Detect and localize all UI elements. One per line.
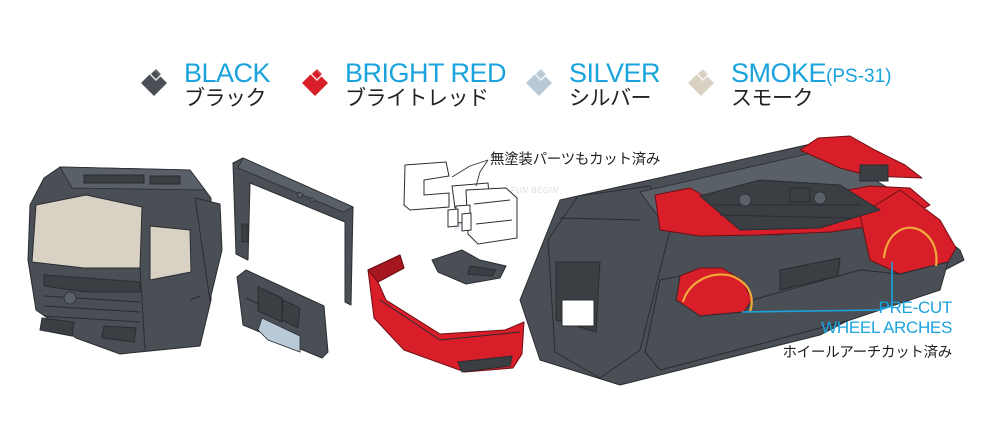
small-bracket bbox=[431, 249, 507, 285]
wheel-arch-rear bbox=[882, 226, 938, 267]
legend-smoke-jp: スモーク bbox=[731, 87, 814, 110]
cab-side-window bbox=[149, 225, 192, 281]
rear-panel bbox=[232, 157, 354, 306]
legend-bright-red-en: BRIGHT RED bbox=[345, 58, 507, 88]
rear-fender-upper bbox=[799, 135, 923, 179]
interior-panel bbox=[236, 269, 329, 359]
legend-black-jp: ブラック bbox=[184, 87, 267, 110]
paint-can-red-icon bbox=[302, 66, 328, 96]
legend-bright-red-jp: ブライトレッド bbox=[345, 87, 489, 110]
wheel-arch-front bbox=[681, 273, 753, 313]
legend-smoke-en: SMOKE(PS-31) bbox=[731, 58, 892, 88]
cab-windscreen bbox=[31, 194, 143, 269]
watermark-tagline: PUT THE FUN BEGIN bbox=[470, 186, 559, 195]
callout-precut-line2: WHEEL ARCHES bbox=[821, 318, 952, 337]
clear-unpainted-parts bbox=[403, 161, 518, 245]
callout-precut-jp: ホイールアーチカット済み bbox=[782, 345, 952, 361]
silver-detail-part bbox=[257, 317, 301, 353]
legend-black-en: BLACK bbox=[184, 58, 271, 88]
truck-chassis bbox=[519, 135, 965, 386]
callout-leaders bbox=[451, 159, 893, 313]
truck-cab bbox=[27, 166, 223, 355]
callout-precut-line1: PRE-CUT bbox=[878, 298, 953, 317]
paint-can-smoke-icon bbox=[688, 66, 714, 96]
front-bumper bbox=[367, 254, 525, 373]
callout-unpainted-precut: 無塗装パーツもカット済み bbox=[490, 152, 661, 168]
paint-can-black-icon bbox=[141, 66, 167, 96]
legend-silver-jp: シルバー bbox=[569, 87, 652, 110]
legend-silver-en: SILVER bbox=[569, 58, 661, 88]
paint-can-silver-icon bbox=[526, 66, 552, 96]
